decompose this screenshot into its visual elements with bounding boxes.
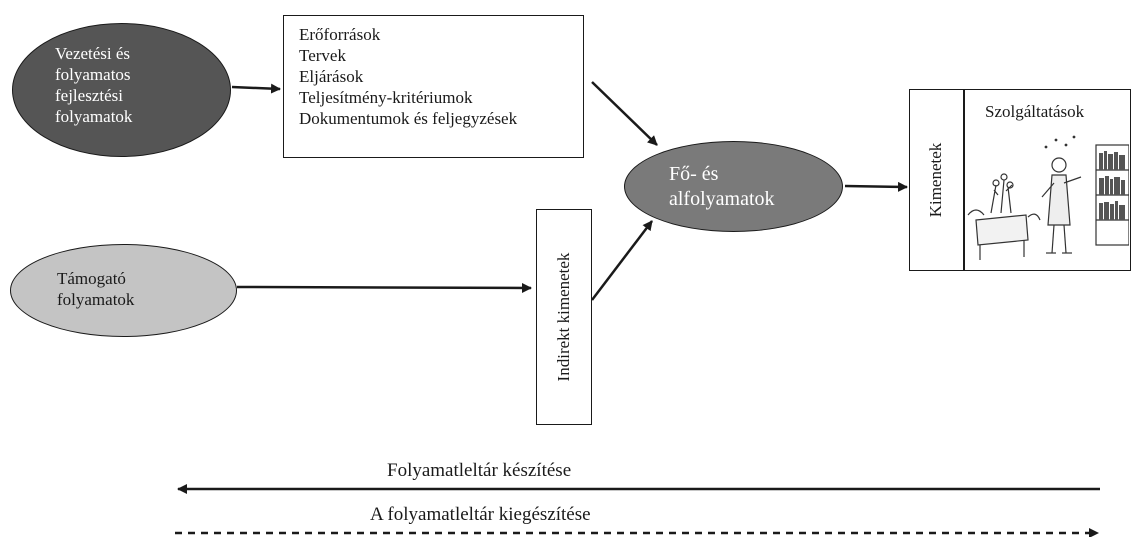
main-process-node	[624, 141, 843, 232]
support-line-1: Támogató	[57, 269, 126, 288]
inputs-item-documents: Dokumentumok és feljegyzések	[299, 109, 518, 128]
management-line-2: folyamatos	[55, 65, 131, 84]
management-line-3: fejlesztési	[55, 86, 123, 105]
arrow-indirect-to-main	[591, 220, 653, 301]
management-line-1: Vezetési és	[55, 44, 131, 63]
management-line-4: folyamatok	[55, 107, 133, 126]
arrow-management-to-inputs	[231, 83, 281, 94]
arrow-support-to-indirect	[236, 282, 532, 293]
inputs-item-plans: Tervek	[299, 46, 346, 65]
support-line-2: folyamatok	[57, 290, 135, 309]
main-process-line-1: Fő- és	[669, 163, 719, 185]
services-label: Szolgáltatások	[985, 102, 1085, 121]
outputs-label: Kimenetek	[926, 142, 945, 218]
inputs-list: Erőforrások Tervek Eljárások Teljesítmén…	[299, 24, 517, 129]
inventory-creation-label: Folyamatleltár készítése	[387, 460, 572, 481]
support-process-node	[10, 244, 237, 337]
services-illustration	[967, 135, 1129, 260]
indirect-outputs-box	[536, 209, 592, 425]
management-process-label: Vezetési és folyamatos fejlesztési folya…	[55, 43, 132, 127]
inputs-box	[283, 15, 584, 158]
indirect-outputs-label: Indirekt kimenetek	[554, 252, 573, 382]
main-process-label: Fő- és alfolyamatok	[669, 162, 775, 212]
support-process-label: Támogató folyamatok	[57, 268, 134, 310]
arrow-main-to-outputs	[844, 181, 908, 192]
management-process-node	[12, 23, 231, 157]
inputs-item-resources: Erőforrások	[299, 25, 381, 44]
inventory-completion-label: A folyamatleltár kiegészítése	[370, 504, 591, 525]
outputs-divider	[963, 89, 965, 271]
inputs-item-procedures: Eljárások	[299, 67, 364, 86]
arrow-inputs-to-main	[591, 81, 658, 146]
inputs-item-criteria: Teljesítmény-kritériumok	[299, 88, 473, 107]
main-process-line-2: alfolyamatok	[669, 188, 775, 210]
